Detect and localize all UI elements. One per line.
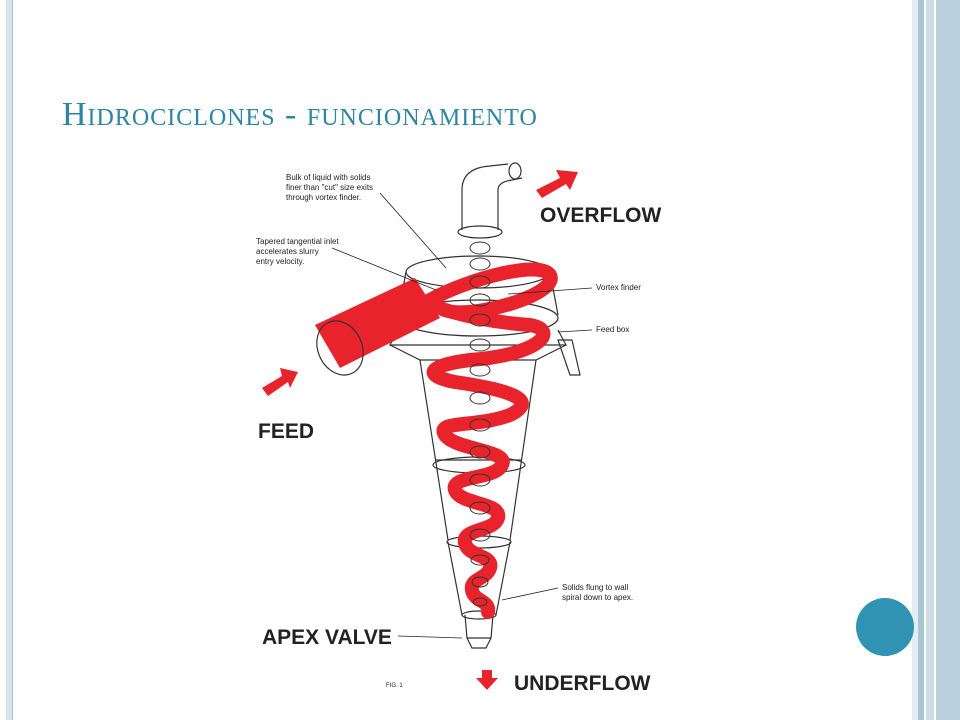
label-feed: FEED: [258, 420, 314, 443]
label-vortex-finder: Vortex finder: [596, 283, 641, 292]
label-bulk-liquid-3: through vortex finder.: [286, 193, 361, 202]
label-tapered-inlet-2: accelerates slurry: [256, 247, 319, 256]
label-overflow: OVERFLOW: [540, 204, 662, 227]
right-frame-border: [912, 0, 960, 720]
feed-arrow: [262, 368, 298, 396]
label-solids-flung-1: Solids flung to wall: [562, 583, 628, 592]
label-bulk-liquid-2: finer than "cut" size exits: [286, 183, 373, 192]
label-tapered-inlet-3: entry velocity.: [256, 257, 304, 266]
leader-lines: [331, 192, 593, 639]
label-underflow: UNDERFLOW: [514, 672, 651, 695]
accent-circle: [856, 598, 914, 656]
label-tapered-inlet-1: Tapered tangential inlet: [256, 237, 340, 246]
label-bulk-liquid-1: Bulk of liquid with solids: [286, 173, 370, 182]
red-spiral: [423, 262, 558, 619]
hydrocyclone-diagram: Bulk of liquid with solids finer than "c…: [256, 162, 662, 695]
label-feed-box: Feed box: [596, 325, 629, 334]
underflow-arrow: [476, 670, 498, 690]
feed-inlet-pipe: [315, 278, 440, 376]
overflow-arrow: [536, 170, 578, 198]
label-fig: FIG. 1: [386, 683, 403, 689]
slide-title: Hidrociclones - funcionamiento: [62, 96, 538, 133]
label-apex-valve: APEX VALVE: [262, 626, 392, 649]
left-frame-border: [6, 0, 13, 720]
label-solids-flung-2: spiral down to apex.: [562, 593, 633, 602]
vortex-rings: [469, 241, 491, 607]
